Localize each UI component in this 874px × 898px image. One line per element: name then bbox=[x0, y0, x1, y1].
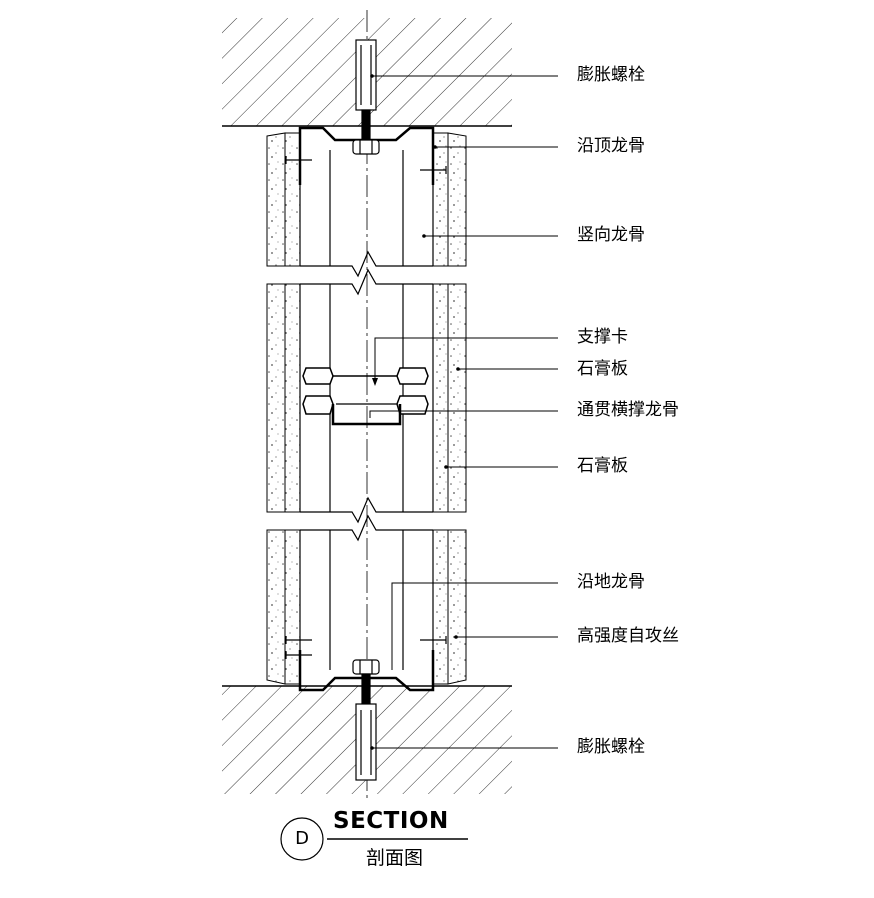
section-subtitle: 剖面图 bbox=[366, 847, 424, 869]
gypsum-board-left-bottom bbox=[266, 529, 301, 685]
self-tapping-screws bbox=[285, 156, 447, 659]
section-id: D bbox=[295, 828, 309, 849]
expansion-bolt-bottom bbox=[352, 659, 380, 781]
section-mark bbox=[280, 817, 468, 861]
label-gypsum-board-1: 石膏板 bbox=[577, 359, 628, 379]
label-through-channel: 通贯横撑龙骨 bbox=[577, 400, 679, 420]
label-floor-track: 沿地龙骨 bbox=[577, 572, 645, 592]
leader-lines bbox=[369, 75, 558, 749]
label-top-track: 沿顶龙骨 bbox=[577, 136, 645, 156]
label-vertical-stud: 竖向龙骨 bbox=[577, 225, 645, 245]
expansion-bolt-top bbox=[352, 39, 380, 155]
gypsum-board-left-top bbox=[266, 132, 301, 267]
brace-clip bbox=[302, 367, 429, 415]
label-brace-clip: 支撑卡 bbox=[577, 327, 628, 347]
label-self-tapping-screw: 高强度自攻丝 bbox=[577, 626, 679, 646]
gypsum-board-right-mid bbox=[432, 283, 467, 513]
gypsum-board-left-mid bbox=[266, 283, 301, 513]
gypsum-board-right-top bbox=[432, 132, 467, 267]
label-expansion-bolt-bottom: 膨胀螺栓 bbox=[577, 737, 645, 757]
section-title: SECTION bbox=[333, 808, 449, 834]
break-lines bbox=[300, 250, 433, 542]
through-channel bbox=[331, 403, 402, 426]
leader-arrows bbox=[370, 74, 460, 750]
label-expansion-bolt-top: 膨胀螺栓 bbox=[577, 65, 645, 85]
vertical-stud bbox=[299, 133, 434, 684]
gypsum-board-right-bottom bbox=[432, 529, 467, 685]
label-gypsum-board-2: 石膏板 bbox=[577, 456, 628, 476]
